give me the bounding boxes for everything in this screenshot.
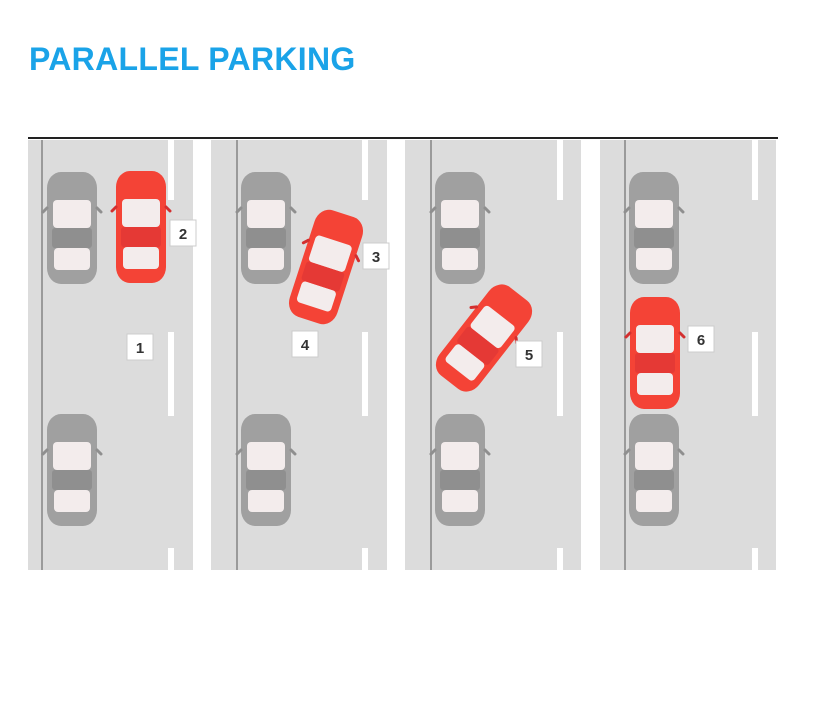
step-label: 2	[169, 219, 197, 247]
step-label: 6	[687, 325, 715, 353]
svg-text:4: 4	[301, 337, 310, 354]
parked-car	[235, 412, 297, 528]
svg-text:5: 5	[525, 347, 533, 364]
panel-4: 6	[600, 140, 776, 570]
road	[600, 140, 776, 570]
diagram-title: PARALLEL PARKING	[29, 41, 356, 77]
svg-text:6: 6	[697, 332, 705, 349]
lane-markings	[752, 140, 758, 570]
lane-markings	[362, 140, 368, 570]
parked-car	[623, 412, 685, 528]
lane-markings	[557, 140, 563, 570]
panel-1: 2 1	[28, 140, 197, 570]
panel-3: 5	[405, 140, 581, 570]
lane-markings	[168, 140, 174, 570]
parked-car	[41, 412, 103, 528]
step-label: 1	[126, 333, 154, 361]
parked-car	[41, 170, 103, 286]
parked-car	[623, 170, 685, 286]
parked-car	[235, 170, 297, 286]
svg-text:2: 2	[179, 226, 187, 243]
parked-car	[429, 412, 491, 528]
active-car	[624, 295, 686, 411]
panel-2: 3 4	[211, 140, 390, 570]
active-car	[110, 169, 172, 285]
svg-text:1: 1	[136, 340, 144, 357]
step-label: 4	[291, 330, 319, 358]
step-label: 5	[515, 340, 543, 368]
parked-car	[429, 170, 491, 286]
step-label: 3	[362, 242, 390, 270]
svg-text:3: 3	[372, 249, 380, 266]
